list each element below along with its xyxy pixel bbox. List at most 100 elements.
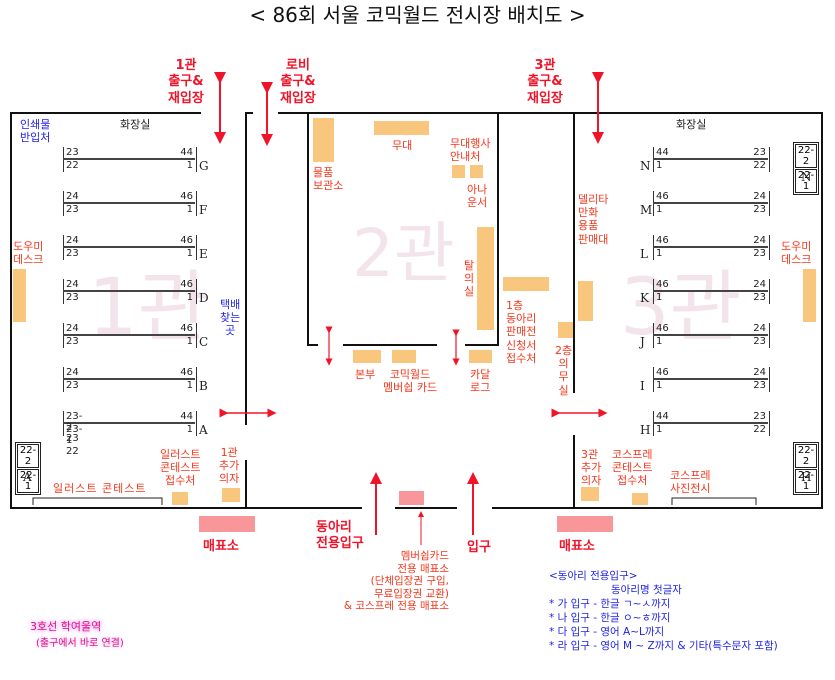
- booth-number: 23-1 22: [66, 424, 83, 457]
- club-entrance-label: 동아리 전용입구: [316, 520, 364, 552]
- row-label: A: [199, 423, 208, 437]
- legend-title: <동아리 전용입구>: [549, 570, 638, 582]
- booth-22-2: 22-2: [795, 144, 817, 168]
- hall3-watermark: 3관: [620, 263, 742, 353]
- print-dropoff-label: 인쇄물 반입처: [20, 118, 51, 145]
- booth-number: 23-2 23: [66, 411, 83, 444]
- wall: [278, 112, 620, 114]
- booth-22-1: 22-1: [795, 169, 817, 193]
- dressing-room: [477, 227, 494, 330]
- legend-item: * 가 입구 - 한글 ㄱ~ㅅ까지: [549, 598, 671, 610]
- booth-number: 46: [656, 235, 669, 246]
- booth-number: 46: [180, 279, 193, 290]
- booth-number: 1: [656, 160, 663, 171]
- storage-booth: [313, 118, 334, 162]
- row-label: I: [640, 379, 645, 393]
- row-divider: [653, 202, 768, 204]
- booth-number: 46: [180, 235, 193, 246]
- booth-number: 44: [656, 147, 669, 158]
- row-divider: [63, 158, 195, 160]
- row-label: K: [640, 291, 649, 305]
- booth-number: 24: [753, 367, 766, 378]
- booth-number: 46: [656, 367, 669, 378]
- membership-card-booth: [392, 350, 416, 363]
- booth-number: 44: [180, 147, 193, 158]
- row-divider: [63, 422, 195, 424]
- booth-number: 24: [66, 323, 79, 334]
- row-label: N: [640, 159, 651, 173]
- wall: [573, 435, 575, 508]
- wall: [395, 507, 457, 509]
- hall3-extra-chairs: [581, 487, 599, 501]
- ticket-right-label: 매표소: [559, 539, 595, 554]
- wall: [245, 112, 247, 425]
- row-label: G: [199, 159, 209, 173]
- booth-number: 1: [656, 292, 663, 303]
- booth-number: 1: [656, 380, 663, 391]
- booth-22-1: 22-1: [795, 469, 817, 493]
- cosplay-photo-label: 코스프레 사진전시: [670, 469, 711, 496]
- booth-number: 44: [656, 411, 669, 422]
- booth-number: 46: [180, 191, 193, 202]
- infirmary-label: 2층 의 무 실: [555, 344, 573, 397]
- booth-number: 22: [753, 160, 766, 171]
- hall1-extra-chairs-label: 1관 추가 의자: [219, 446, 240, 486]
- booth-number: 46: [656, 191, 669, 202]
- hall3-extra-chairs-label: 3관 추가 의자: [581, 448, 602, 488]
- booth-number: 23: [66, 380, 79, 391]
- hall1-watermark: 1관: [88, 263, 210, 353]
- row-divider: [653, 334, 768, 336]
- wall: [497, 113, 499, 346]
- booth-number: 24: [66, 367, 79, 378]
- ticket-booth-left: [199, 516, 255, 532]
- booth-number: 1: [186, 336, 193, 347]
- stage-info-booth: [452, 165, 465, 178]
- hq-booth: [353, 350, 381, 363]
- dressing-room-label: 탈 의 실: [464, 259, 475, 299]
- hall1-restroom-label: 화장실: [120, 118, 151, 131]
- hall3-pair-label-h: H: [801, 470, 812, 484]
- wall: [343, 344, 437, 346]
- wall: [10, 112, 201, 114]
- booth-number: 1: [656, 204, 663, 215]
- row-label: M: [640, 203, 653, 217]
- row-divider: [653, 158, 768, 160]
- booth-number: 23: [66, 147, 79, 158]
- catalog-label: 카달 로그: [470, 368, 491, 395]
- wall: [821, 112, 823, 509]
- hall1-extra-chairs: [222, 488, 240, 502]
- row-divider: [63, 202, 195, 204]
- booth-number: 23: [753, 292, 766, 303]
- illust-contest-bracket: [32, 497, 163, 505]
- delta-shop-label: 델리타 만화 용품 판매대: [578, 193, 609, 246]
- club-entrance-legend: <동아리 전용입구> 동아리명 첫글자 * 가 입구 - 한글 ㄱ~ㅅ까지 * …: [549, 569, 778, 653]
- row-label: F: [199, 203, 208, 217]
- stage-booth: [374, 121, 429, 135]
- row-divider: [63, 334, 195, 336]
- wall: [492, 507, 823, 509]
- booth-number: 1: [656, 424, 663, 435]
- stage-info-label: 무대행사 안내처: [450, 137, 491, 164]
- row-divider: [63, 246, 195, 248]
- row-label: H: [640, 423, 651, 437]
- delta-shop: [578, 281, 593, 321]
- booth-number: 46: [180, 323, 193, 334]
- row-label: D: [199, 291, 209, 305]
- wall: [620, 112, 822, 114]
- ticket-left-label: 매표소: [203, 539, 239, 554]
- row-label: L: [640, 247, 648, 261]
- club-sale-reception-label: 1층 동아리 판매전 신청서 접수처: [506, 299, 537, 365]
- row-divider: [63, 290, 195, 292]
- booth-number: 1: [656, 248, 663, 259]
- booth-number: 24: [66, 191, 79, 202]
- cosplay-photo-bracket: [671, 497, 757, 505]
- wall: [245, 460, 247, 508]
- wall: [573, 113, 575, 393]
- hall1-pair-label: A: [23, 470, 32, 484]
- announcer-booth: [470, 165, 483, 178]
- booth-number: 24: [66, 235, 79, 246]
- row-label: B: [199, 379, 208, 393]
- booth-number: 23: [66, 248, 79, 259]
